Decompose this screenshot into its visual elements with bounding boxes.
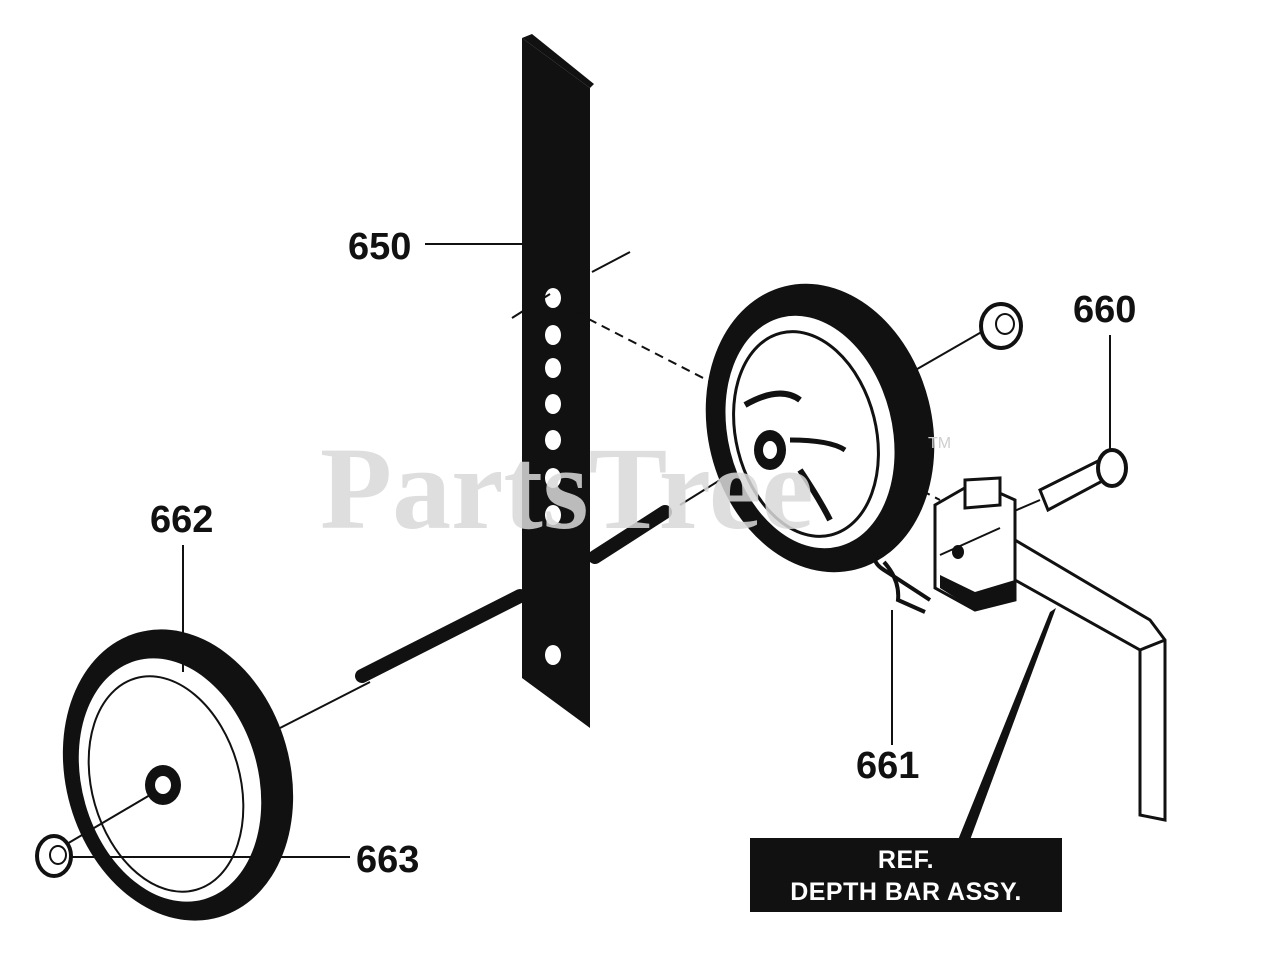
hairpin-clip-part-661 — [872, 546, 932, 745]
upper-wheel — [705, 283, 935, 573]
leader-lines — [70, 243, 1111, 858]
reference-line-1: REF. — [878, 846, 934, 874]
callout-661: 661 — [856, 745, 919, 787]
push-nut-part-663 — [35, 834, 73, 878]
reference-box: REF. DEPTH BAR ASSY. — [750, 838, 1062, 912]
callout-663: 663 — [356, 839, 419, 881]
reference-leader — [958, 608, 1056, 840]
watermark: PartsTree TM — [320, 423, 951, 554]
depth-bar-part-650 — [522, 34, 594, 728]
push-nut-upper — [911, 302, 1023, 373]
callout-662: 662 — [150, 499, 213, 541]
reference-line-2: DEPTH BAR ASSY. — [790, 878, 1022, 906]
bolt-part-660 — [1011, 448, 1128, 513]
watermark-trademark: TM — [928, 435, 951, 452]
bar-bolt — [511, 251, 941, 501]
callout-650: 650 — [348, 226, 411, 268]
watermark-text: PartsTree — [320, 423, 814, 554]
callout-660: 660 — [1073, 289, 1136, 331]
lower-wheel-part-662 — [59, 629, 294, 921]
depth-bar-bracket — [933, 476, 1167, 822]
